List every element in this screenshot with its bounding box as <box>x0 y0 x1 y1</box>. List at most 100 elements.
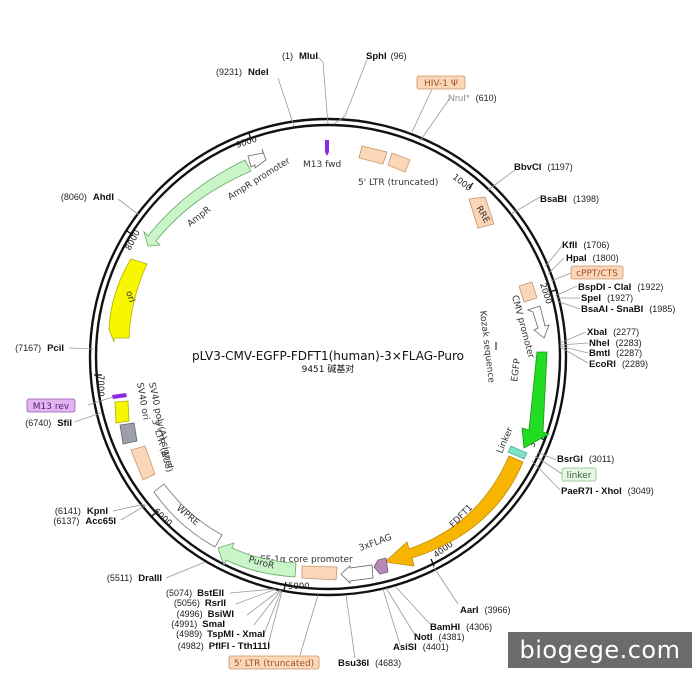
site-ecori-pos: (2289) <box>622 359 648 369</box>
site-bamhi: BamHI (4306) <box>430 622 492 633</box>
tick-1000 <box>468 182 474 189</box>
site-mlui-pos: (1) <box>282 51 293 61</box>
tag-m13-rev-box <box>26 398 76 413</box>
site-bsabi-name: BsaBI <box>540 194 567 205</box>
site-kfli-pos: (1706) <box>583 240 609 250</box>
cmv-promoter-feature <box>526 305 550 339</box>
site-pflfi: (4982)PflFI - Tth111I <box>178 641 270 652</box>
site-ndei: (9231)NdeI <box>216 67 269 78</box>
ampr-promoter-feature <box>247 148 267 169</box>
fdft1-feature <box>384 455 524 567</box>
site-bamhi-name: BamHI <box>430 622 460 633</box>
plasmid-name: pLV3-CMV-EGFP-FDFT1(human)-3×FLAG-Puro <box>192 349 464 363</box>
puror-feature <box>217 542 297 578</box>
site-bamhi-pos: (4306) <box>466 622 492 632</box>
site-hpai: HpaI(1800) <box>566 253 619 264</box>
site-nrui-pos: (610) <box>476 93 497 103</box>
cmv-promoter-label: CMV promoter <box>509 294 536 359</box>
m13-fwd-label: M13 fwd <box>303 160 341 170</box>
watermark-logo: biogege.com <box>508 632 692 668</box>
site-nrui: NruI*(610) <box>448 93 497 104</box>
site-kpni-pos: (6141) <box>55 506 81 516</box>
leader-kfli <box>544 245 563 268</box>
site-rsrii-pos: (5056) <box>174 598 200 608</box>
leader-pflfi <box>267 590 283 646</box>
site-bmti-pos: (2287) <box>616 348 642 358</box>
kozak-label: Kozak sequence <box>477 310 496 384</box>
sv40-grey-box <box>119 422 138 445</box>
site-snabi-pos: (1985) <box>649 304 675 314</box>
site-bsrgi-pos: (3011) <box>589 454 614 464</box>
site-nhei-name: NheI <box>589 338 610 349</box>
tick-9000 <box>248 132 252 141</box>
site-pcii-name: PciI <box>47 343 64 354</box>
plasmid-size: 9451 碱基对 <box>302 363 355 375</box>
site-nhei: NheI(2283) <box>589 338 642 349</box>
wpre-feature <box>153 483 223 548</box>
site-spei: SpeI(1927) <box>581 293 633 304</box>
site-kfli: KflI(1706) <box>562 240 609 251</box>
egfp-label: EGFP <box>510 357 523 382</box>
tag-cppt-cts-text: cPPT/CTS <box>576 269 618 279</box>
site-clai: BspDI - ClaI(1922) <box>578 282 663 293</box>
site-rsrii-name: RsrII <box>205 598 226 609</box>
site-leader-lines <box>68 56 589 659</box>
site-bsiwi-name: BsiWI <box>208 609 234 620</box>
leader-bsteii <box>229 588 275 594</box>
ori-label: ori <box>123 290 136 304</box>
site-bsrgi-name: BsrGI <box>557 454 583 465</box>
leader-nrui <box>419 97 451 142</box>
site-ahdi-pos: (8060) <box>61 192 87 202</box>
leader-sfii <box>73 412 102 423</box>
site-hpai-name: HpaI <box>566 253 587 264</box>
leader-hiv <box>411 86 434 133</box>
site-acc65i: (6137)Acc65I <box>53 516 116 527</box>
sv40-polya-feature <box>114 400 130 424</box>
ltr5-top-label: 5' LTR (truncated) <box>358 178 438 188</box>
ori-feature <box>108 258 148 343</box>
ef1a-promoter-label: EF-1α core promoter <box>260 555 353 565</box>
linker-feature <box>507 445 528 460</box>
leader-xhoi <box>531 460 561 491</box>
tick-4000 <box>430 558 435 567</box>
cppt-cts-feature <box>518 281 538 303</box>
ampr-feature <box>143 159 252 247</box>
tick-5000 <box>283 581 287 591</box>
ef1a-promoter-feature <box>340 564 374 584</box>
site-rsrii: (5056) RsrII <box>174 598 226 609</box>
site-sfii-pos: (6740) <box>25 418 51 428</box>
site-xhoi-pos: (3049) <box>628 486 654 496</box>
egfp-feature <box>521 351 550 449</box>
site-ndei-name: NdeI <box>248 67 269 78</box>
leader-snabi <box>556 300 581 310</box>
site-noti: NotI(4381) <box>414 632 464 643</box>
tick-label-7000: 7000 <box>95 375 105 397</box>
tick-8000 <box>126 230 134 236</box>
ltr3-feature <box>130 445 156 481</box>
site-bmti: BmtI(2287) <box>589 348 642 359</box>
site-bsrgi: BsrGI (3011) <box>557 454 614 465</box>
leader-xbai <box>559 331 587 344</box>
tag-m13-rev: M13 rev <box>26 398 76 413</box>
site-sphi-name: SphI <box>366 51 387 62</box>
tag-ltr5-bottom-text: 5' LTR (truncated) <box>234 659 314 669</box>
leader-ahdi <box>117 198 140 216</box>
site-bsabi-pos: (1398) <box>573 194 599 204</box>
site-xbai-name: XbaI <box>587 327 607 338</box>
site-sphi: SphI(96) <box>366 51 407 62</box>
ltr5-feature-bottom <box>301 565 338 581</box>
3xflag-feature <box>373 557 389 575</box>
site-draiii: (5511)DraIII <box>107 573 162 584</box>
tag-hiv-psi-text: HIV-1 Ψ <box>424 79 458 89</box>
site-xhoi: PaeR7I - XhoI(3049) <box>561 486 654 497</box>
tag-hiv-psi-box <box>416 75 466 90</box>
leader-noti <box>385 587 416 636</box>
site-smai-name: SmaI <box>202 619 225 630</box>
leader-bsabi <box>510 196 541 215</box>
site-sfii: (6740)SfiI <box>25 418 72 429</box>
leader-bsiwi <box>246 589 281 616</box>
site-snabi-name: BsaAI - SnaBI <box>581 304 643 315</box>
tag-hiv-psi: HIV-1 Ψ <box>416 75 466 90</box>
backbone-outer-ring <box>88 117 568 597</box>
site-ahdi: (8060)AhdI <box>61 192 114 203</box>
